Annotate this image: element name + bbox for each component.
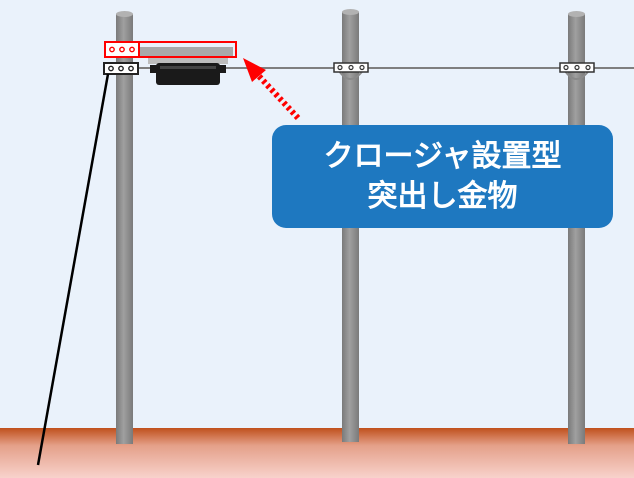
wire-clamp-right [559, 62, 595, 80]
pole-left [116, 11, 133, 444]
callout-label: クロージャ設置型 突出し金物 [272, 125, 613, 228]
callout-line-1: クロージャ設置型 [323, 138, 562, 174]
ground [0, 428, 634, 478]
closure-box [150, 63, 226, 85]
dotted-red-arrow-icon [243, 58, 301, 121]
wire-clamp-middle [333, 62, 369, 80]
drop-cable [36, 73, 110, 466]
wire-clamp-left [103, 62, 139, 75]
callout-line-2: 突出し金物 [367, 178, 518, 214]
closure-mount-bracket [104, 41, 237, 64]
pole-right [568, 11, 585, 444]
